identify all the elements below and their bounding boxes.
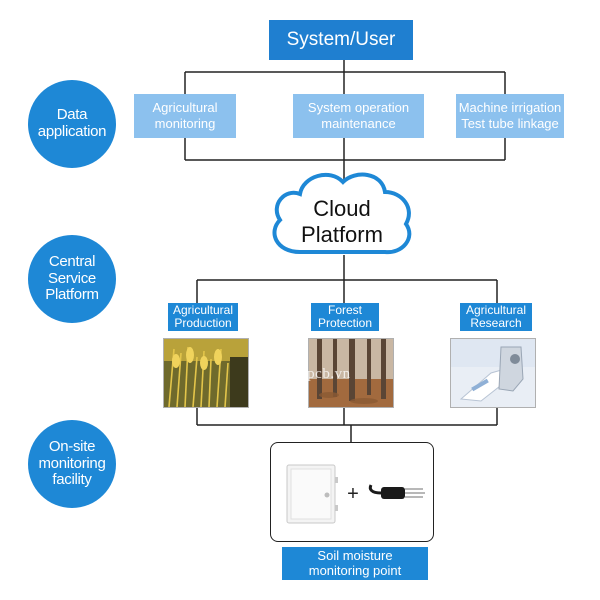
on-site-monitoring-label: On-site monitoring facility [38,437,106,489]
sensor-enclosure-icon [286,464,338,524]
laboratory-photo [450,338,536,408]
app-label-machine-irrigation: Machine irrigation Test tube linkage [458,99,562,131]
system-user-box: System/User [269,20,413,60]
category-label-agricultural-research: Agricultural Research [460,303,532,331]
forest-photo [308,338,394,408]
watermark: epcb.vn [300,366,351,382]
app-box-machine-irrigation: Machine irrigation Test tube linkage [456,94,564,138]
soil-probe-icon [368,484,425,499]
soil-moisture-label: Soil moisture monitoring point [308,547,402,578]
app-label-system-operation: System operation maintenance [307,99,410,131]
central-service-platform-label: Central Service Platform [45,252,99,304]
category-label-agricultural-production: Agricultural Production [168,303,238,331]
app-box-agricultural-monitoring: Agricultural monitoring [134,94,236,138]
plus-sign: + [347,483,359,505]
data-application-circle: Data application [28,80,116,168]
category-label-forest-protection: Forest Protection [311,303,379,331]
on-site-monitoring-circle: On-site monitoring facility [28,420,116,508]
data-application-label: Data application [37,106,107,140]
app-label-agricultural-monitoring: Agricultural monitoring [152,99,218,131]
central-service-platform-circle: Central Service Platform [28,235,116,323]
soil-moisture-label-box: Soil moisture monitoring point [282,547,428,580]
app-box-system-operation: System operation maintenance [293,94,424,138]
cloud-platform-label: Cloud Platform [301,196,383,248]
rice-field-photo [163,338,249,408]
device-frame: + [270,442,434,542]
system-user-label: System/User [286,29,396,50]
